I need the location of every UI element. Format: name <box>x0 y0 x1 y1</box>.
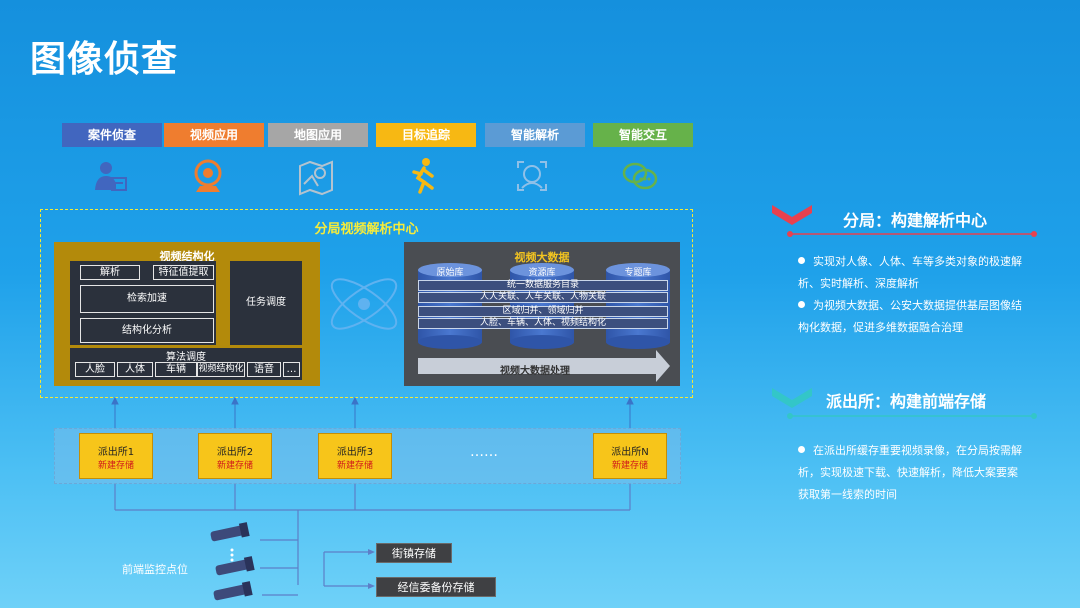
bigdata-process-label: 视频大数据处理 <box>500 366 570 377</box>
station-2: 派出所2 新建存储 <box>198 433 272 479</box>
page-title: 图像侦查 <box>30 39 179 80</box>
section1-bullet-2: 为视频大数据、公安大数据提供基层图像结构化数据，促进多维数据融合治理 <box>798 295 1028 339</box>
algo-body: 人体 <box>117 362 153 377</box>
tab-target-tracking[interactable]: 目标追踪 <box>376 123 476 147</box>
frontend-monitor-label: 前端监控点位 <box>122 563 188 576</box>
face-recognition-icon <box>517 161 547 191</box>
lib-resource-label: 资源库 <box>528 268 556 278</box>
section2-heading: 派出所：构建前端存储 <box>826 392 987 411</box>
section1-divider <box>787 231 1037 237</box>
tab-smart-interaction[interactable]: 智能交互 <box>593 123 693 147</box>
lib-topic-label: 专题库 <box>624 268 652 278</box>
station-name: 派出所1 <box>97 447 135 458</box>
algo-more: … <box>283 362 300 377</box>
bullet-text: 在派出所缓存重要视频录像，在分局按需解析，实现极速下载、快速解析，降低大案要案获… <box>798 444 1022 501</box>
video-structuring-title: 视频结构化 <box>159 250 215 263</box>
algo-face: 人脸 <box>75 362 115 377</box>
structured-analysis-box: 结构化分析 <box>80 318 214 343</box>
algorithm-schedule-title: 算法调度 <box>166 352 206 363</box>
feature-extract-box: 特征值提取 <box>153 265 214 280</box>
search-accel-box: 检索加速 <box>80 285 214 313</box>
webcam-icon <box>194 159 222 192</box>
band-merge: 区域归并、领域归并 <box>418 306 668 317</box>
tab-map-application[interactable]: 地图应用 <box>268 123 368 147</box>
process-arrow <box>418 350 670 382</box>
section1-heading: 分局：构建解析中心 <box>843 211 988 230</box>
tab-video-application[interactable]: 视频应用 <box>164 123 264 147</box>
station-sub: 新建存储 <box>216 461 253 471</box>
camera-icons <box>210 522 255 601</box>
bullet-text: 为视频大数据、公安大数据提供基层图像结构化数据，促进多维数据融合治理 <box>798 299 1022 334</box>
tab-smart-analysis[interactable]: 智能解析 <box>485 123 585 147</box>
algo-voice: 语音 <box>247 362 281 377</box>
video-bigdata-title: 视频大数据 <box>514 251 570 264</box>
section2-divider <box>787 413 1037 419</box>
parse-box: 解析 <box>80 265 140 280</box>
section1-bullet-1: 实现对人像、人体、车等多类对象的极速解析、实时解析、深度解析 <box>798 251 1028 295</box>
station-sub: 新建存储 <box>97 461 134 471</box>
station-name: 派出所N <box>611 447 649 458</box>
band-association: 人人关联、人车关联、人物关联 <box>418 292 668 303</box>
chevron-down-icon-teal <box>772 388 812 408</box>
chevron-down-icon-red <box>772 205 812 225</box>
station-name: 派出所3 <box>336 447 374 458</box>
orbit-decoration <box>330 278 398 330</box>
lib-raw-label: 原始库 <box>436 268 464 278</box>
station-ellipsis: …… <box>470 444 498 460</box>
chat-bubbles-icon <box>622 162 658 190</box>
case-investigation-icon <box>95 162 127 191</box>
band-object-types: 人脸、车辆、人体、视频结构化 <box>418 318 668 329</box>
bullet-dot <box>798 257 805 264</box>
band-unified-catalog: 统一数据服务目录 <box>418 280 668 291</box>
station-n: 派出所N 新建存储 <box>593 433 667 479</box>
backup-storage-box: 经信委备份存储 <box>376 577 496 597</box>
station-sub: 新建存储 <box>336 461 373 471</box>
station-name: 派出所2 <box>216 447 254 458</box>
algo-vehicle: 车辆 <box>155 362 197 377</box>
bullet-dot <box>798 446 805 453</box>
task-schedule-box: 任务调度 <box>230 261 302 345</box>
station-1: 派出所1 新建存储 <box>79 433 153 479</box>
station-sub: 新建存储 <box>611 461 648 471</box>
algo-video-structuring: 视频结构化 <box>197 362 245 377</box>
station-3: 派出所3 新建存储 <box>318 433 392 479</box>
section2-bullet-1: 在派出所缓存重要视频录像，在分局按需解析，实现极速下载、快速解析，降低大案要案获… <box>798 440 1028 506</box>
analysis-center-box <box>40 209 693 398</box>
bullet-text: 实现对人像、人体、车等多类对象的极速解析、实时解析、深度解析 <box>798 255 1022 290</box>
analysis-center-title: 分局视频解析中心 <box>314 222 419 237</box>
street-storage-box: 街镇存储 <box>376 543 452 563</box>
map-pin-icon <box>299 160 333 196</box>
running-person-icon <box>412 158 434 194</box>
tab-case-investigation[interactable]: 案件侦查 <box>62 123 162 147</box>
bullet-dot <box>798 301 805 308</box>
